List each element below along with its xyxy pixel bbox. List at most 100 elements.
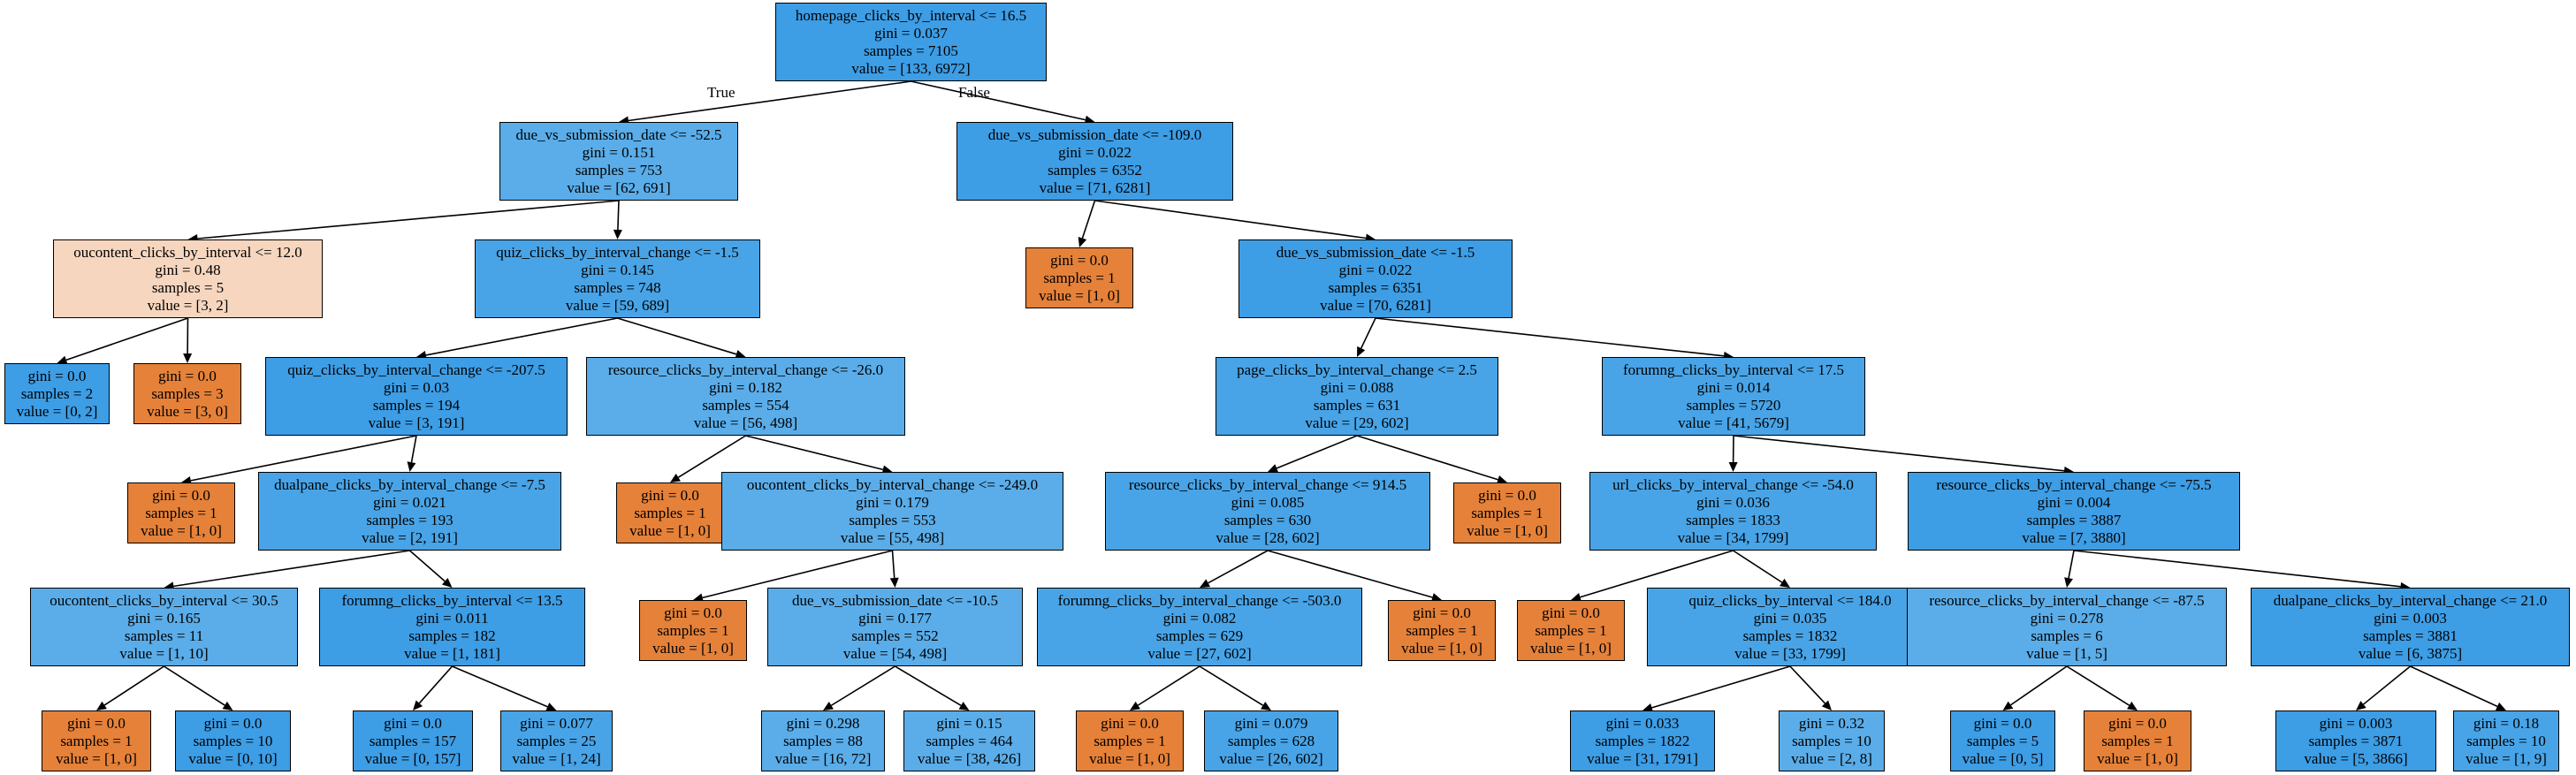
- node-line: value = [1, 0]: [1039, 286, 1120, 304]
- node-line: gini = 0.0: [641, 486, 699, 504]
- node-line: samples = 748: [574, 278, 661, 296]
- node-line: gini = 0.179: [856, 493, 929, 511]
- tree-edge: [745, 435, 884, 471]
- node-line: samples = 5720: [1686, 396, 1781, 414]
- node-line: samples = 1: [2101, 732, 2174, 749]
- node-line: value = [59, 689]: [565, 296, 670, 314]
- tree-node: quiz_clicks_by_interval_change <= -207.5…: [265, 357, 568, 436]
- node-line: oucontent_clicks_by_interval <= 12.0: [73, 243, 302, 261]
- node-line: gini = 0.035: [1753, 609, 1827, 627]
- node-line: gini = 0.036: [1696, 493, 1770, 511]
- node-line: samples = 3881: [2363, 627, 2458, 644]
- node-line: samples = 11: [124, 627, 204, 644]
- node-line: value = [16, 72]: [774, 749, 872, 767]
- edge-arrowhead: [2356, 701, 2366, 710]
- edge-arrowhead: [407, 461, 416, 472]
- node-line: gini = 0.0: [152, 486, 210, 504]
- tree-edge: [1375, 317, 1725, 357]
- node-line: samples = 6351: [1328, 278, 1423, 296]
- node-line: value = [1, 0]: [2097, 749, 2178, 767]
- node-line: value = [5, 3866]: [2304, 749, 2408, 767]
- node-line: due_vs_submission_date <= -1.5: [1276, 243, 1475, 261]
- edge-arrowhead: [1268, 464, 1279, 473]
- tree-edge: [1360, 317, 1376, 349]
- node-line: value = [28, 602]: [1216, 528, 1320, 546]
- tree-edge: [2010, 665, 2068, 706]
- node-line: forumng_clicks_by_interval <= 13.5: [341, 591, 563, 609]
- node-line: gini = 0.003: [2374, 609, 2447, 627]
- node-line: gini = 0.48: [155, 261, 221, 278]
- node-line: samples = 6352: [1048, 161, 1142, 179]
- node-line: gini = 0.022: [1058, 143, 1132, 161]
- node-line: samples = 1: [1094, 732, 1166, 749]
- node-line: value = [38, 426]: [917, 749, 1022, 767]
- node-line: value = [1, 5]: [2026, 644, 2107, 662]
- node-line: value = [1, 9]: [2465, 749, 2547, 767]
- node-line: quiz_clicks_by_interval_change <= -1.5: [496, 243, 739, 261]
- node-line: gini = 0.0: [27, 367, 87, 384]
- node-line: samples = 1: [1535, 621, 1607, 639]
- edge-arrowhead: [958, 702, 970, 710]
- node-line: samples = 157: [369, 732, 457, 749]
- node-line: gini = 0.033: [1605, 714, 1680, 732]
- node-line: gini = 0.278: [2030, 609, 2104, 627]
- node-line: gini = 0.298: [786, 714, 860, 732]
- tree-node: oucontent_clicks_by_interval_change <= -…: [721, 472, 1063, 551]
- node-line: gini = 0.021: [373, 493, 446, 511]
- node-line: url_clicks_by_interval_change <= -54.0: [1612, 475, 1854, 493]
- node-line: forumng_clicks_by_interval <= 17.5: [1622, 361, 1845, 378]
- edge-arrowhead: [2064, 577, 2073, 588]
- edge-arrowhead: [1130, 701, 1140, 710]
- node-line: value = [1, 0]: [1530, 639, 1612, 657]
- node-line: gini = 0.03: [383, 378, 450, 396]
- edge-arrowhead: [735, 350, 746, 359]
- edge-arrowhead: [96, 701, 107, 710]
- node-line: samples = 88: [783, 732, 863, 749]
- tree-edge: [452, 665, 548, 708]
- node-line: resource_clicks_by_interval_change <= -8…: [1929, 591, 2205, 609]
- edge-arrowhead: [1780, 578, 1790, 588]
- node-line: gini = 0.165: [127, 609, 201, 627]
- node-line: gini = 0.082: [1162, 609, 1237, 627]
- node-line: value = [2, 8]: [1791, 749, 1872, 767]
- node-line: samples = 10: [193, 732, 273, 749]
- tree-edge: [173, 550, 410, 588]
- node-line: gini = 0.079: [1234, 714, 1308, 732]
- node-line: value = [1, 0]: [1089, 749, 1170, 767]
- tree-edge: [617, 200, 620, 231]
- edge-arrowhead: [183, 353, 193, 363]
- tree-edge: [103, 665, 164, 706]
- node-line: value = [1, 0]: [652, 639, 734, 657]
- tree-edge: [164, 665, 225, 706]
- edge-arrowhead: [441, 577, 453, 588]
- tree-edge: [1276, 435, 1358, 469]
- node-line: value = [29, 602]: [1305, 414, 1409, 431]
- tree-edge: [2363, 665, 2412, 705]
- node-line: samples = 1833: [1686, 511, 1780, 528]
- edge-arrowhead: [823, 701, 834, 710]
- tree-node: forumng_clicks_by_interval_change <= -50…: [1037, 588, 1362, 666]
- node-line: samples = 1: [1471, 504, 1543, 521]
- node-line: value = [31, 1791]: [1587, 749, 1698, 767]
- tree-edge: [1208, 550, 1269, 584]
- tree-edge: [617, 317, 737, 355]
- tree-edge: [1733, 435, 2065, 472]
- tree-edge: [2410, 665, 2498, 708]
- node-line: samples = 10: [2466, 732, 2546, 749]
- edge-arrowhead: [222, 701, 233, 710]
- tree-edge: [1356, 435, 1498, 481]
- node-line: value = [3, 191]: [368, 414, 465, 431]
- tree-edge: [677, 435, 746, 478]
- node-line: value = [34, 1799]: [1677, 528, 1789, 546]
- edge-arrowhead: [1261, 701, 1271, 710]
- tree-edge: [1081, 200, 1096, 239]
